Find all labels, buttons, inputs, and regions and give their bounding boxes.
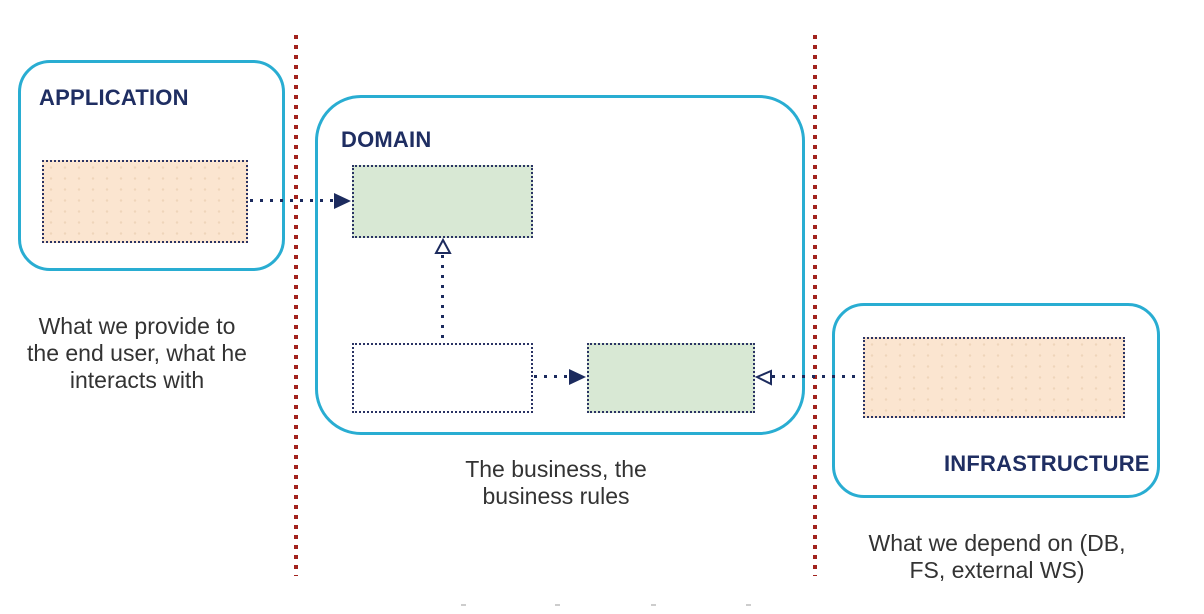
cropped-text-artifact (461, 604, 466, 606)
domain-component-box-bottom-right (587, 343, 755, 413)
cropped-text-artifact (651, 604, 656, 606)
arrow-infrastructure-to-domain-line (772, 375, 862, 378)
caption-line: business rules (482, 483, 630, 509)
infrastructure-caption: What we depend on (DB, FS, external WS) (856, 530, 1138, 584)
layer-separator-left (294, 35, 298, 576)
caption-line: What we depend on (DB, (868, 530, 1126, 556)
application-component-box (42, 160, 248, 243)
application-caption: What we provide to the end user, what he… (8, 313, 266, 394)
arrow-application-to-domain-line (250, 199, 335, 202)
domain-caption: The business, the business rules (427, 456, 685, 510)
arrow-domain-internal-line (534, 375, 570, 378)
application-frame (18, 60, 285, 271)
caption-line: The business, the (465, 456, 647, 482)
infrastructure-title: INFRASTRUCTURE (944, 451, 1150, 476)
hollow-arrowhead-up-icon (434, 237, 452, 254)
domain-component-box-bottom-left (352, 343, 533, 413)
layer-separator-right (813, 35, 817, 576)
domain-component-box-top (352, 165, 533, 238)
caption-line: the end user, what he (27, 340, 247, 366)
hollow-arrowhead-left-icon (754, 369, 772, 386)
domain-frame (315, 95, 805, 435)
arrow-realization-up-line (441, 255, 444, 343)
filled-arrowhead-right-icon (569, 369, 586, 385)
infrastructure-component-box (863, 337, 1125, 418)
caption-line: interacts with (69, 367, 205, 393)
cropped-text-artifact (555, 604, 560, 606)
infrastructure-frame (832, 303, 1160, 498)
caption-line: FS, external WS) (909, 557, 1085, 583)
application-title: APPLICATION (39, 85, 189, 110)
filled-arrowhead-right-icon (334, 193, 351, 209)
caption-line: What we provide to (38, 313, 236, 339)
domain-title: DOMAIN (341, 127, 432, 152)
cropped-text-artifact (746, 604, 751, 606)
